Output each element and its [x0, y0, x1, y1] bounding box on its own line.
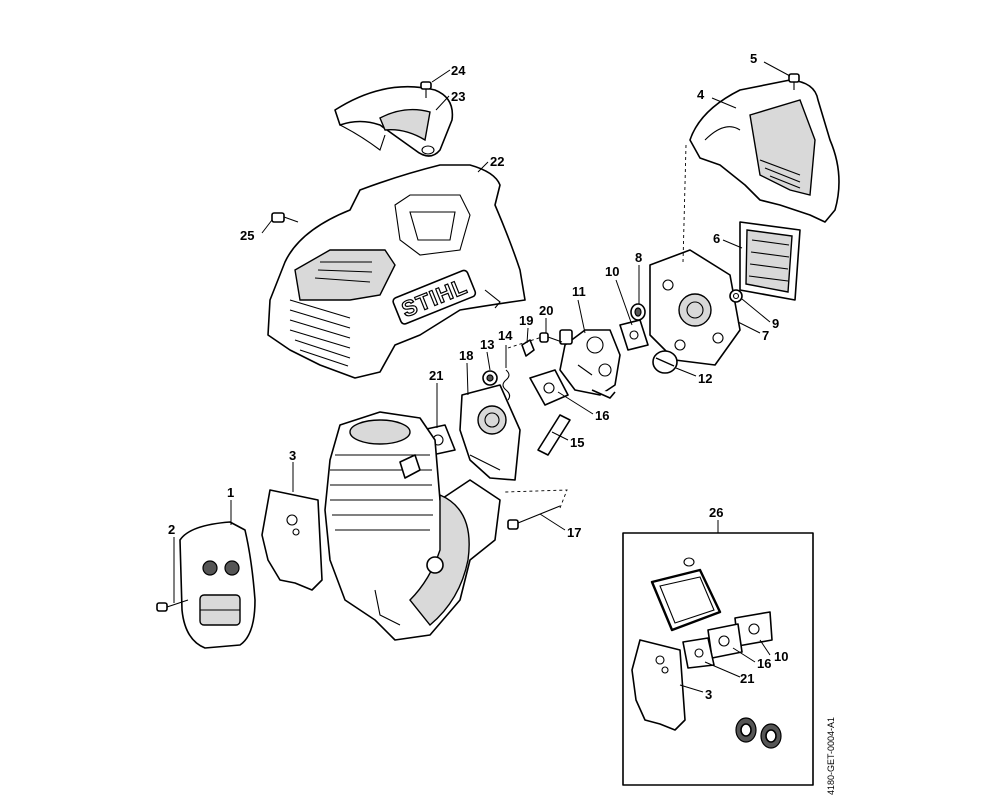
callout-12: 12	[698, 371, 712, 386]
callout-9: 9	[772, 316, 779, 331]
callout-22: 22	[490, 154, 504, 169]
callout-13: 13	[480, 337, 494, 352]
callout-kit-16: 16	[757, 656, 771, 671]
part-4-air-filter-cover[interactable]	[689, 79, 840, 223]
part-24-screw[interactable]	[420, 81, 432, 98]
engine-cylinder-crankcase	[324, 411, 501, 641]
part-2-screw[interactable]	[156, 599, 189, 612]
part-6-air-filter[interactable]	[739, 221, 801, 301]
callout-1: 1	[227, 485, 234, 500]
part-17-bolt[interactable]	[507, 505, 561, 530]
callout-19: 19	[519, 313, 533, 328]
callout-4: 4	[697, 87, 705, 102]
drawing-code: 4180-GET-0004-A1	[826, 716, 836, 795]
callout-18: 18	[459, 348, 473, 363]
callout-5: 5	[750, 51, 757, 66]
callout-8: 8	[635, 250, 642, 265]
callout-23: 23	[451, 89, 465, 104]
callout-17: 17	[567, 525, 581, 540]
callout-21: 21	[429, 368, 443, 383]
callout-11: 11	[572, 284, 586, 299]
callout-15: 15	[570, 435, 584, 450]
callout-7: 7	[762, 328, 769, 343]
callout-20: 20	[539, 303, 553, 318]
part-15-hose[interactable]	[537, 414, 571, 456]
part-14-spring[interactable]	[502, 369, 511, 401]
alignment-lines	[504, 144, 687, 509]
part-5-screw[interactable]	[788, 73, 800, 90]
part-1-muffler[interactable]	[179, 521, 256, 649]
part-11-carburetor[interactable]	[559, 329, 621, 399]
part-8-plug[interactable]	[630, 303, 646, 321]
callout-2: 2	[168, 522, 175, 537]
callout-16: 16	[595, 408, 609, 423]
part-20-screw[interactable]	[539, 332, 563, 343]
part-10-gasket[interactable]	[619, 319, 649, 351]
part-16-gasket[interactable]	[529, 369, 569, 406]
part-19-clip[interactable]	[521, 339, 535, 357]
callout-14: 14	[498, 328, 513, 343]
callout-kit-10: 10	[774, 649, 788, 664]
part-26-kit[interactable]	[622, 532, 814, 786]
callout-kit-21: 21	[740, 671, 754, 686]
part-23-top-cap[interactable]	[334, 85, 454, 157]
part-13-nipple[interactable]	[482, 370, 498, 386]
callouts: 1 2 3 4 5 6 7 8 9 10 11 12 13 14 15 16 1…	[168, 51, 788, 702]
leader-lines	[173, 61, 791, 693]
callout-kit-3: 3	[705, 687, 712, 702]
part-9-nut[interactable]	[729, 289, 743, 303]
callout-6: 6	[713, 231, 720, 246]
callout-3: 3	[289, 448, 296, 463]
part-7-filter-base[interactable]	[649, 249, 741, 366]
part-12-choke-knob[interactable]	[652, 350, 678, 374]
part-3-heat-shield[interactable]	[261, 489, 323, 591]
part-25-screw[interactable]	[271, 212, 299, 223]
part-18-intake-manifold[interactable]	[459, 384, 521, 481]
callout-26: 26	[709, 505, 723, 520]
callout-25: 25	[240, 228, 254, 243]
callout-10: 10	[605, 264, 619, 279]
callout-24: 24	[451, 63, 466, 78]
